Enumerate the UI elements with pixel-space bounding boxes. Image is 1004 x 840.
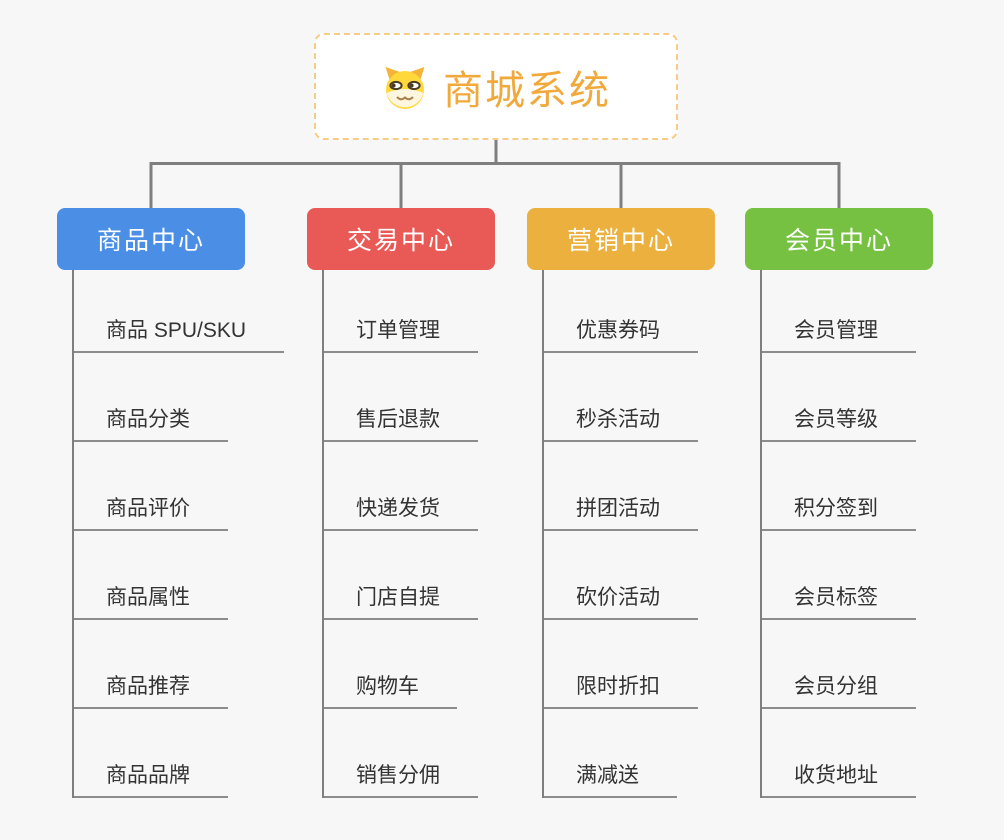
child-topic: 优惠券码 <box>544 270 777 353</box>
child-topic-label[interactable]: 会员等级 <box>762 403 916 442</box>
branch-children-product: 商品 SPU/SKU 商品分类 商品评价 商品属性 商品推荐 商品品牌 <box>72 270 307 798</box>
child-topic: 拼团活动 <box>544 442 777 531</box>
child-topic-label[interactable]: 会员管理 <box>762 314 916 353</box>
child-topic: 砍价活动 <box>544 531 777 620</box>
child-topic: 商品品牌 <box>74 709 307 798</box>
branch-children-trade: 订单管理 售后退款 快递发货 门店自提 购物车 销售分佣 <box>322 270 557 798</box>
child-topic: 收货地址 <box>762 709 995 798</box>
child-topic: 满减送 <box>544 709 777 798</box>
child-topic-label[interactable]: 商品评价 <box>74 492 228 531</box>
child-topic-label[interactable]: 订单管理 <box>324 314 478 353</box>
child-topic-label[interactable]: 秒杀活动 <box>544 403 698 442</box>
branch-node-marketing[interactable]: 营销中心 <box>527 208 715 270</box>
child-topic: 秒杀活动 <box>544 353 777 442</box>
child-topic-label[interactable]: 积分签到 <box>762 492 916 531</box>
child-topic: 积分签到 <box>762 442 995 531</box>
root-title: 商城系统 <box>443 68 611 113</box>
child-topic-label[interactable]: 限时折扣 <box>544 670 698 709</box>
child-topic-label[interactable]: 快递发货 <box>324 492 478 531</box>
child-topic-label[interactable]: 会员标签 <box>762 581 916 620</box>
child-topic: 商品分类 <box>74 353 307 442</box>
child-topic: 会员等级 <box>762 353 995 442</box>
child-topic-label[interactable]: 商品推荐 <box>74 670 228 709</box>
branch-children-member: 会员管理 会员等级 积分签到 会员标签 会员分组 收货地址 <box>760 270 995 798</box>
child-topic: 会员标签 <box>762 531 995 620</box>
child-topic-label[interactable]: 砍价活动 <box>544 581 698 620</box>
child-topic-label[interactable]: 商品分类 <box>74 403 228 442</box>
branch-marketing-center: 营销中心 优惠券码 秒杀活动 拼团活动 砍价活动 限时折扣 满减送 <box>527 208 777 798</box>
child-topic: 会员管理 <box>762 270 995 353</box>
child-topic-label[interactable]: 销售分佣 <box>324 759 478 798</box>
branch-children-marketing: 优惠券码 秒杀活动 拼团活动 砍价活动 限时折扣 满减送 <box>542 270 777 798</box>
child-topic: 会员分组 <box>762 620 995 709</box>
root-node[interactable]: 商城系统 <box>314 33 678 140</box>
child-topic-label[interactable]: 优惠券码 <box>544 314 698 353</box>
child-topic-label[interactable]: 商品品牌 <box>74 759 228 798</box>
child-topic-label[interactable]: 商品 SPU/SKU <box>74 314 285 353</box>
branch-member-center: 会员中心 会员管理 会员等级 积分签到 会员标签 会员分组 收货地址 <box>745 208 995 798</box>
child-topic: 快递发货 <box>324 442 557 531</box>
child-topic-label[interactable]: 拼团活动 <box>544 492 698 531</box>
child-topic: 销售分佣 <box>324 709 557 798</box>
child-topic-label[interactable]: 收货地址 <box>762 759 916 798</box>
child-topic-label[interactable]: 满减送 <box>544 759 677 798</box>
child-topic: 商品评价 <box>74 442 307 531</box>
child-topic-label[interactable]: 购物车 <box>324 670 457 709</box>
child-topic: 限时折扣 <box>544 620 777 709</box>
child-topic: 商品推荐 <box>74 620 307 709</box>
child-topic-label[interactable]: 商品属性 <box>74 581 228 620</box>
branch-product-center: 商品中心 商品 SPU/SKU 商品分类 商品评价 商品属性 商品推荐 商品品牌 <box>57 208 307 798</box>
child-topic-label[interactable]: 门店自提 <box>324 581 478 620</box>
dog-face-icon <box>381 64 429 110</box>
child-topic: 商品属性 <box>74 531 307 620</box>
branch-trade-center: 交易中心 订单管理 售后退款 快递发货 门店自提 购物车 销售分佣 <box>307 208 557 798</box>
child-topic: 订单管理 <box>324 270 557 353</box>
child-topic: 售后退款 <box>324 353 557 442</box>
branch-node-trade[interactable]: 交易中心 <box>307 208 495 270</box>
child-topic-label[interactable]: 售后退款 <box>324 403 478 442</box>
child-topic-label[interactable]: 会员分组 <box>762 670 916 709</box>
branch-node-product[interactable]: 商品中心 <box>57 208 245 270</box>
branch-node-member[interactable]: 会员中心 <box>745 208 933 270</box>
child-topic: 门店自提 <box>324 531 557 620</box>
child-topic: 购物车 <box>324 620 557 709</box>
child-topic: 商品 SPU/SKU <box>74 270 307 353</box>
